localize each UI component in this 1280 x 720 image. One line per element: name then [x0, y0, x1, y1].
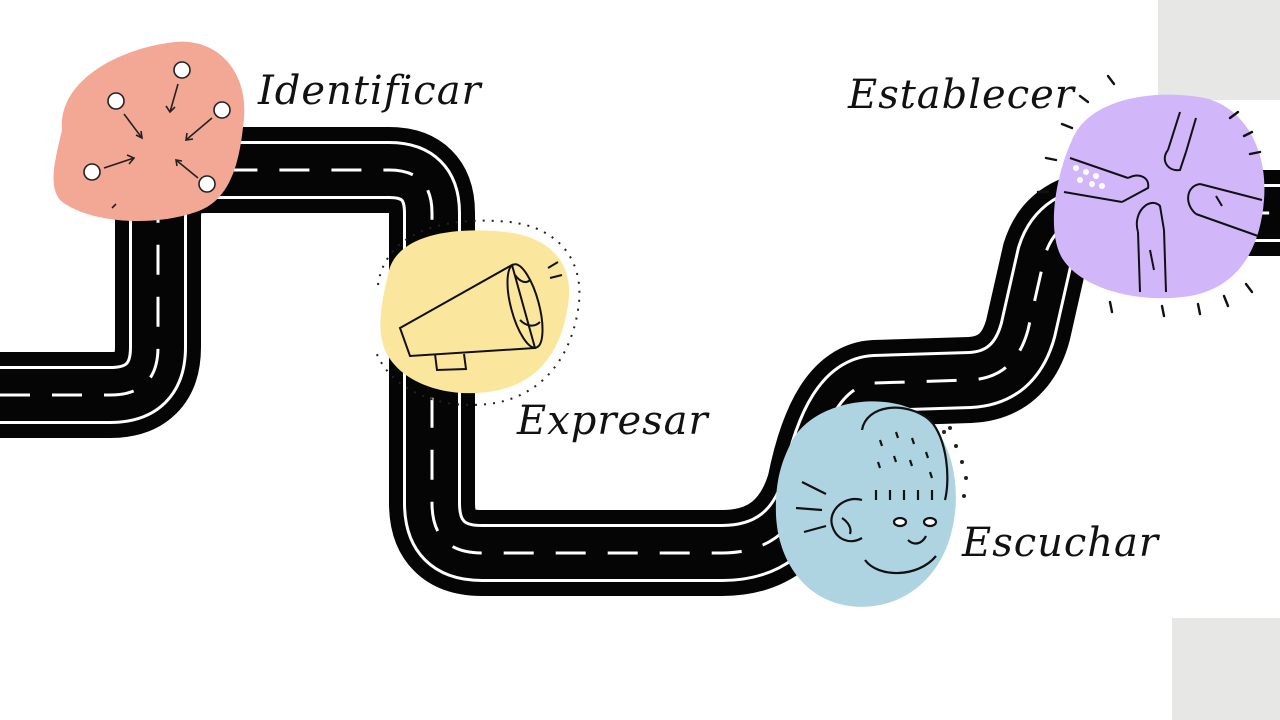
right-edge-strip-top	[1158, 0, 1280, 100]
step-label-establecer: Establecer	[848, 72, 1075, 118]
step-establecer	[1036, 74, 1265, 318]
listening-face-icon	[795, 406, 949, 575]
escuchar-blob	[775, 401, 956, 607]
establecer-blob	[1053, 94, 1265, 299]
escuchar-dots	[942, 426, 968, 498]
step-escuchar	[775, 401, 968, 607]
connected-people-icon	[83, 61, 231, 209]
step-label-identificar: Identificar	[258, 68, 482, 114]
step-label-expresar: Expresar	[517, 398, 709, 444]
expresar-dotted-outline	[375, 219, 581, 406]
joined-hands-icon	[1063, 111, 1263, 293]
step-identificar	[53, 41, 245, 222]
right-edge-strip-bottom	[1172, 618, 1280, 720]
step-label-escuchar: Escuchar	[962, 520, 1160, 566]
establecer-dots	[1073, 165, 1105, 189]
step-expresar	[375, 219, 581, 406]
megaphone-icon	[398, 261, 563, 372]
establecer-spark-marks	[1036, 74, 1262, 318]
identificar-blob	[53, 41, 245, 222]
expresar-blob	[380, 230, 570, 394]
